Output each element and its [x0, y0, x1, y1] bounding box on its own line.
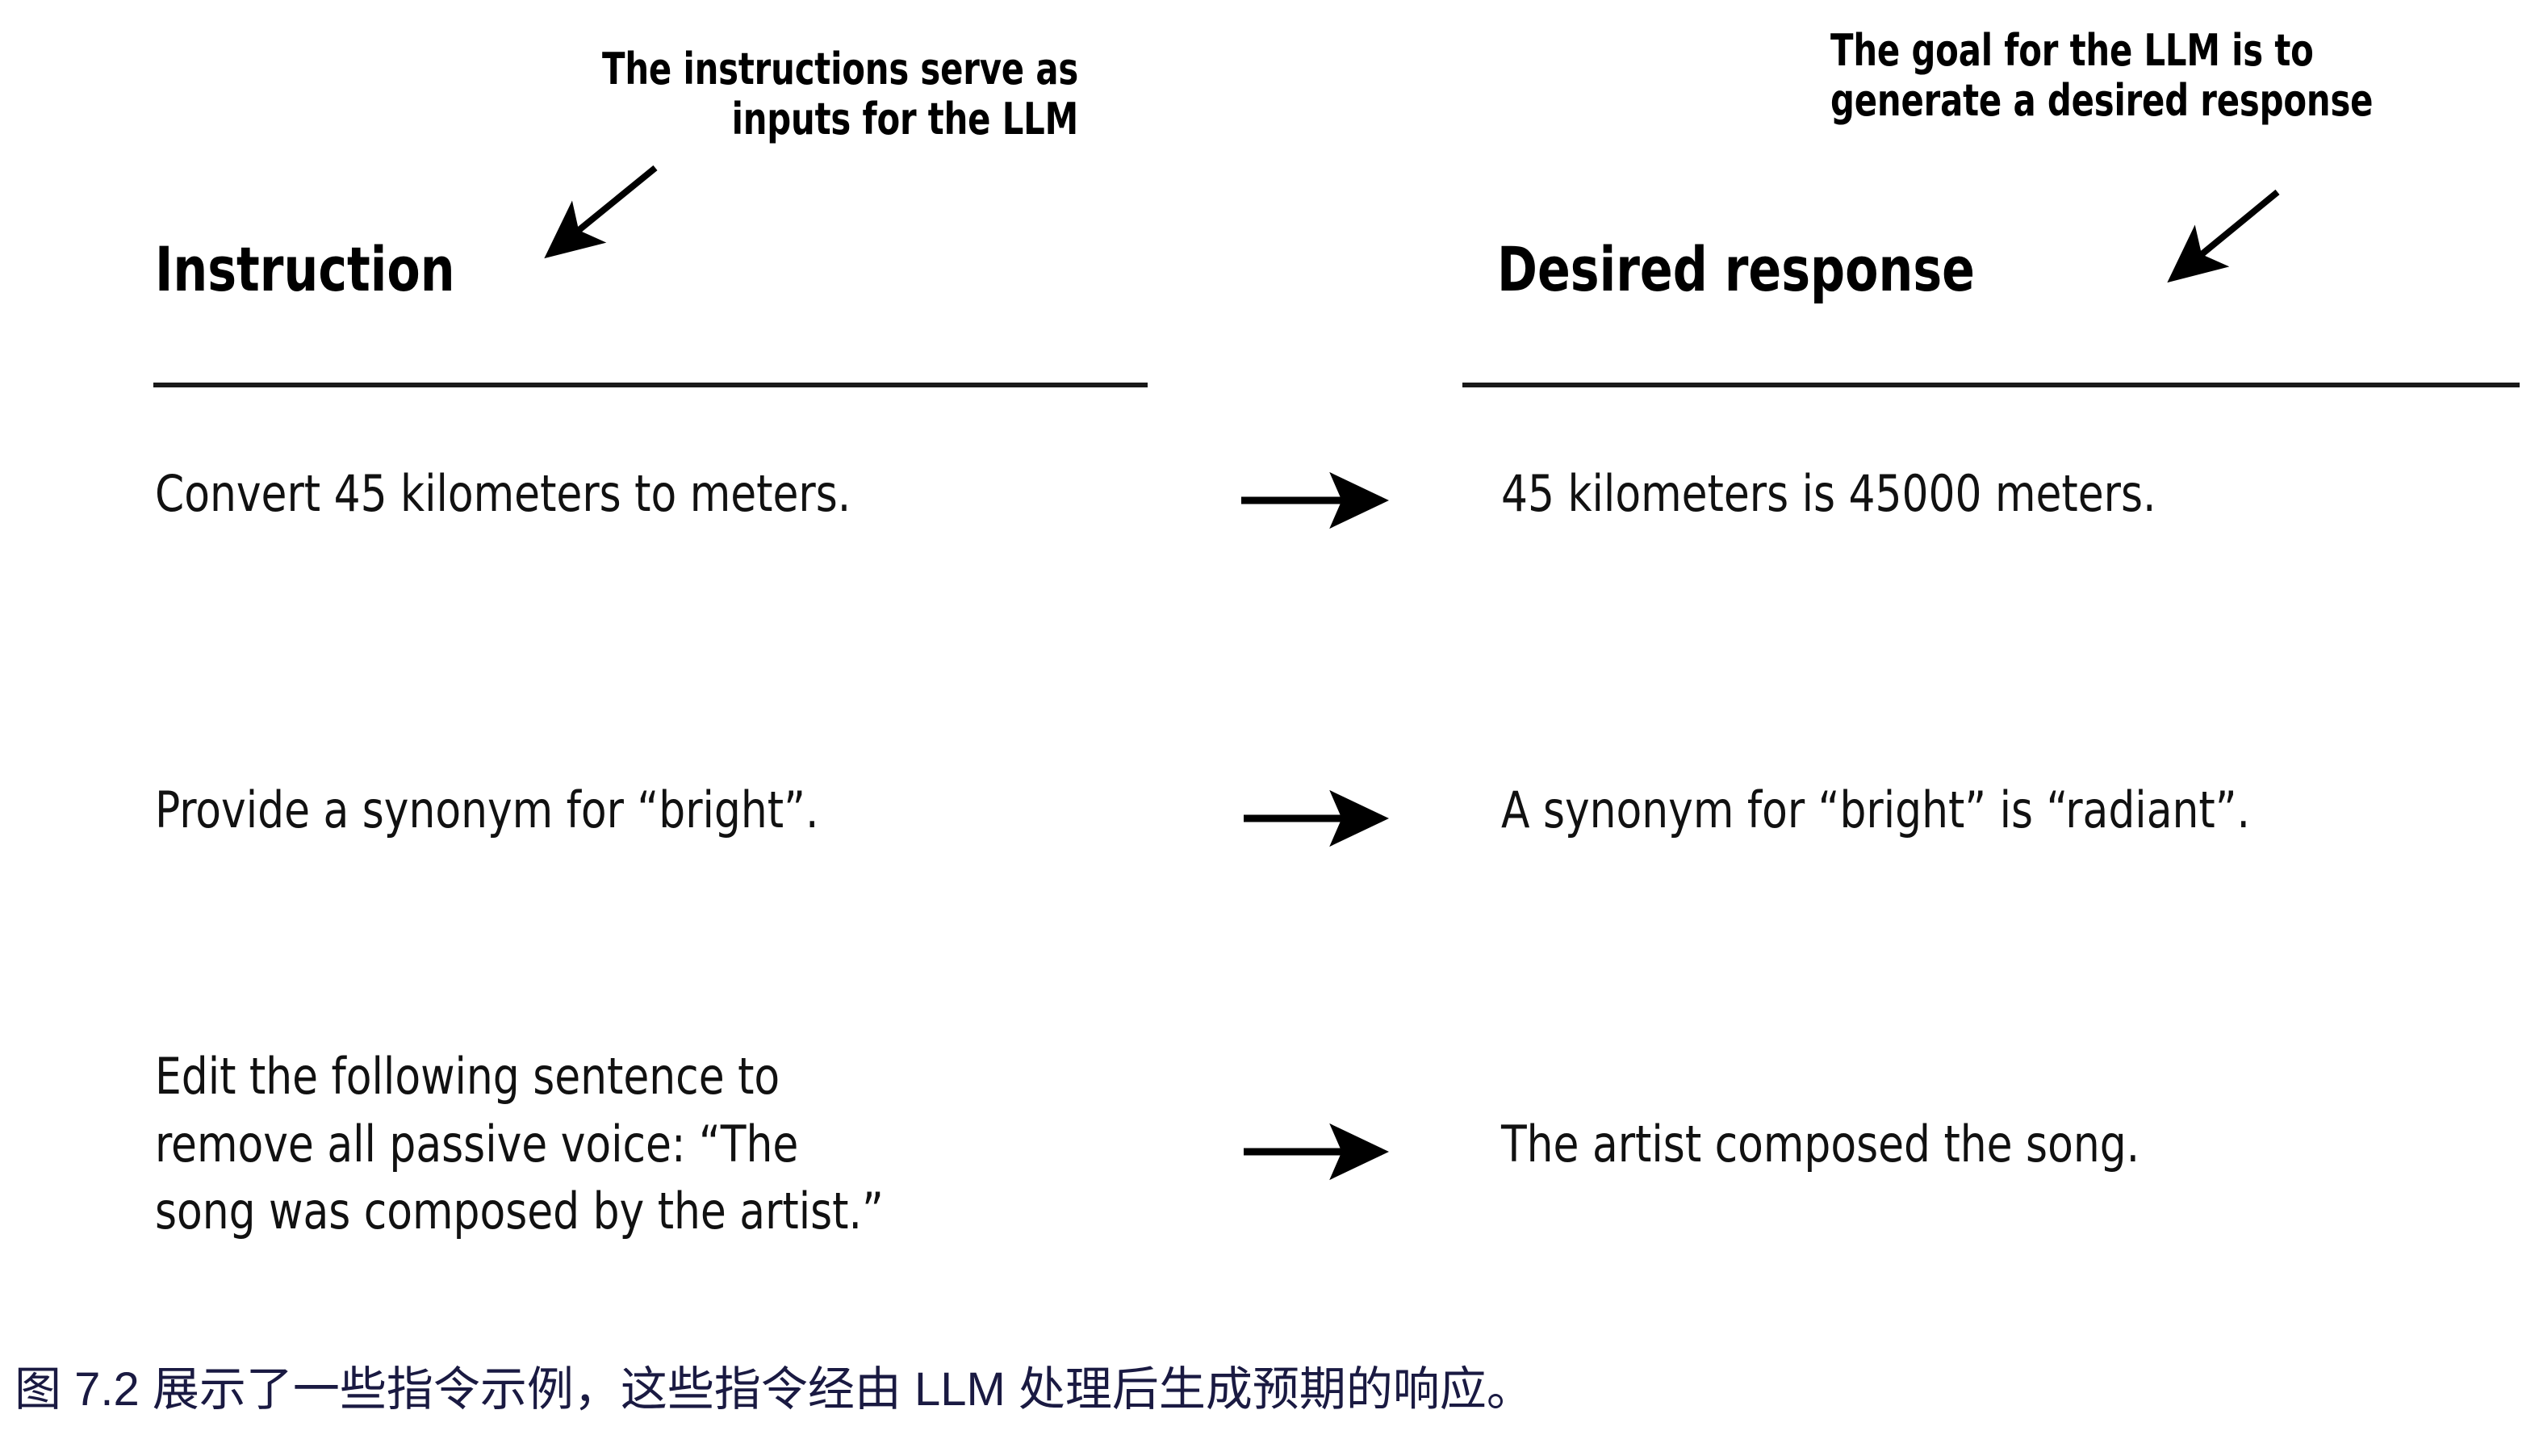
column-rule-instruction: [153, 383, 1148, 387]
response-cell-1: 45 kilometers is 45000 meters.: [1501, 464, 2156, 523]
instruction-cell-2: Provide a synonym for “bright”.: [155, 780, 819, 839]
column-heading-desired-response: Desired response: [1497, 233, 1975, 305]
figure-caption: 图 7.2 展示了一些指令示例，这些指令经由 LLM 处理后生成预期的响应。: [15, 1363, 1533, 1416]
annotation-instruction-callout: The instructions serve as inputs for the…: [602, 44, 1078, 144]
annotation-instruction-line2: inputs for the LLM: [731, 94, 1079, 145]
column-heading-instruction: Instruction: [155, 233, 455, 305]
callout-arrow-instruction-icon: [544, 165, 658, 259]
response-cell-3: The artist composed the song.: [1501, 1115, 2140, 1174]
instruction-cell-1: Convert 45 kilometers to meters.: [155, 464, 851, 523]
annotation-response-line2: generate a desired response: [1830, 75, 2374, 127]
annotation-instruction-line1: The instructions serve as: [602, 44, 1079, 94]
annotation-response-line1: The goal for the LLM is to: [1830, 25, 2314, 76]
callout-arrow-response-icon: [2167, 189, 2280, 283]
instruction-cell-3: Edit the following sentence to remove al…: [155, 1047, 884, 1241]
column-rule-desired-response: [1462, 383, 2520, 387]
response-cell-2: A synonym for “bright” is “radiant”.: [1501, 780, 2251, 839]
annotation-response-callout: The goal for the LLM is to generate a de…: [1830, 25, 2374, 127]
